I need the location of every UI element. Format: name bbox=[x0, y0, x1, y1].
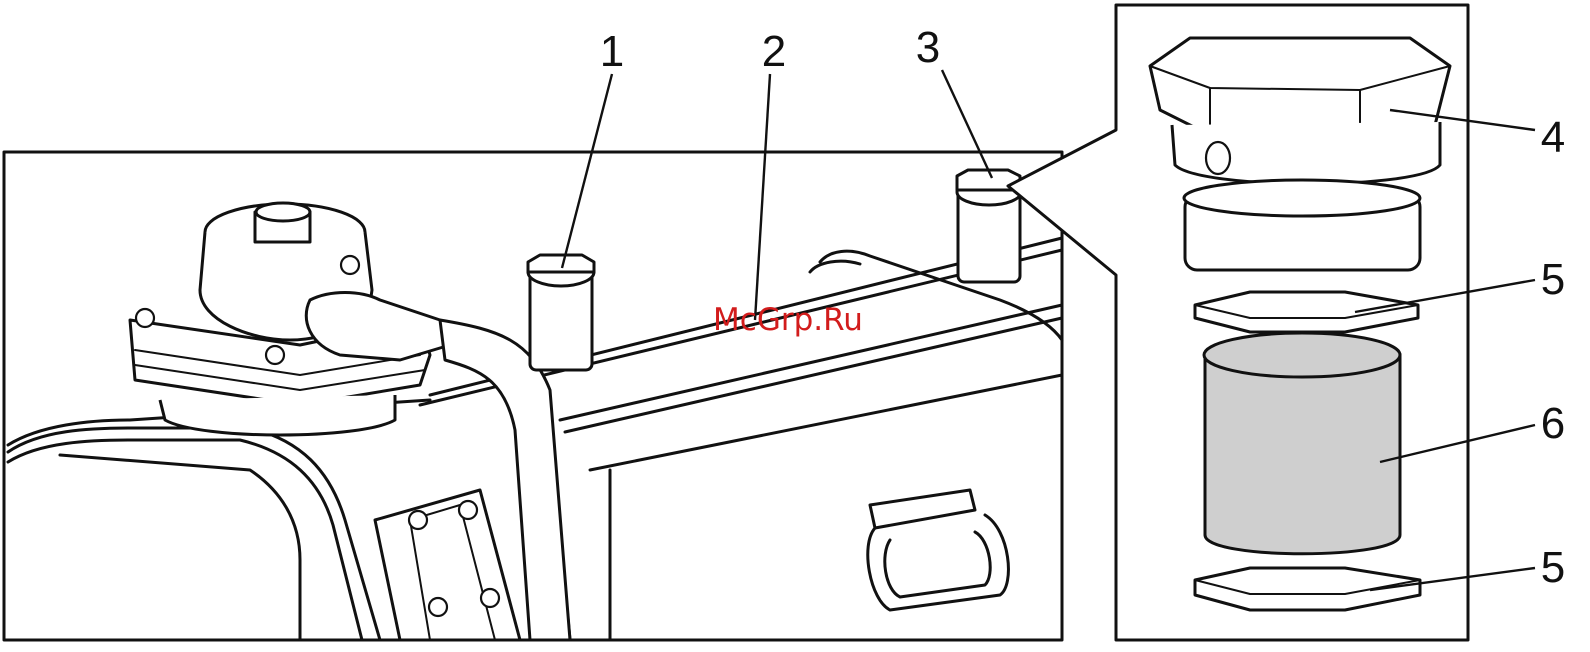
callout-2: 2 bbox=[762, 27, 786, 76]
callout-6: 6 bbox=[1541, 399, 1565, 448]
filter-cap bbox=[1150, 38, 1450, 270]
level-gauge bbox=[375, 490, 520, 640]
watermark: McGrp.Ru bbox=[713, 302, 863, 338]
main-view bbox=[4, 70, 1062, 640]
callout-5-lower: 5 bbox=[1541, 543, 1565, 592]
detail-view bbox=[1008, 5, 1535, 640]
breather-plug bbox=[528, 255, 594, 370]
callout-4: 4 bbox=[1541, 113, 1565, 162]
callout-5-upper: 5 bbox=[1541, 255, 1565, 304]
callout-1: 1 bbox=[600, 27, 624, 76]
filter-element bbox=[1204, 333, 1400, 554]
callout-3: 3 bbox=[916, 23, 940, 72]
tank-handle bbox=[868, 490, 1009, 610]
